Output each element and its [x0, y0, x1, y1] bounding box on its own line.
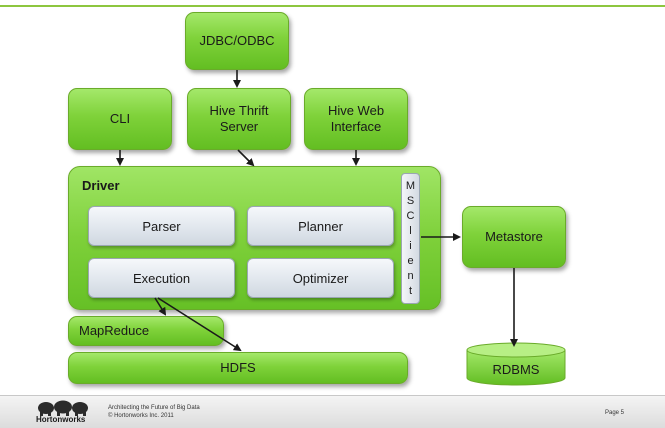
rdbms-cylinder-shape [466, 342, 566, 386]
rdbms-label: RDBMS [492, 362, 540, 377]
driver-label: Driver [82, 178, 120, 193]
ms-client-letter: i [409, 240, 412, 252]
ms-client-letter: l [409, 225, 412, 237]
ms-client-letter: n [407, 270, 414, 282]
cli-box: CLI [68, 88, 172, 150]
mapreduce-box: MapReduce [68, 316, 224, 346]
ms-client-letter: e [407, 255, 414, 267]
metastore-label: Metastore [485, 229, 543, 244]
planner-label: Planner [298, 218, 343, 234]
jdbc-odbc-box: JDBC/ODBC [185, 12, 289, 70]
cli-label: CLI [109, 111, 131, 126]
top-rule [0, 5, 665, 7]
footer-title: Architecting the Future of Big Data [108, 405, 200, 411]
hive-thrift-server-box: Hive Thrift Server [187, 88, 291, 150]
hive-thrift-server-label-line1: Hive Thrift [209, 103, 269, 118]
ms-client-letter: S [406, 195, 415, 207]
optimizer-label: Optimizer [292, 270, 349, 286]
ms-client-box: M S C l i e n t [401, 173, 420, 304]
footer-page-number: Page 5 [605, 410, 625, 416]
hive-thrift-server-label-line2: Server [219, 119, 259, 134]
hive-web-interface-box: Hive Web Interface [304, 88, 408, 150]
footer-bar [0, 395, 665, 428]
metastore-box: Metastore [462, 206, 566, 268]
hdfs-label: HDFS [220, 360, 256, 375]
logo-wordmark: Hortonworks [36, 415, 86, 424]
execution-box: Execution [88, 258, 235, 298]
parser-box: Parser [88, 206, 235, 246]
planner-box: Planner [247, 206, 394, 246]
hdfs-box: HDFS [68, 352, 408, 384]
mapreduce-label: MapReduce [79, 323, 150, 338]
parser-label: Parser [142, 218, 181, 234]
optimizer-box: Optimizer [247, 258, 394, 298]
hive-web-interface-label-line2: Interface [330, 119, 382, 134]
jdbc-odbc-label: JDBC/ODBC [199, 33, 275, 48]
ms-client-letter: M [405, 180, 416, 192]
rdbms-cylinder: RDBMS [466, 342, 566, 386]
arrow-thrift-to-driver [237, 149, 255, 167]
hortonworks-elephant-logo-icon [38, 400, 88, 416]
footer-copyright: © Hortonworks Inc. 2011 [108, 413, 174, 419]
ms-client-letter: C [406, 210, 415, 222]
hive-web-interface-label-line1: Hive Web [327, 103, 385, 118]
ms-client-letter: t [408, 285, 413, 297]
execution-label: Execution [132, 270, 191, 286]
